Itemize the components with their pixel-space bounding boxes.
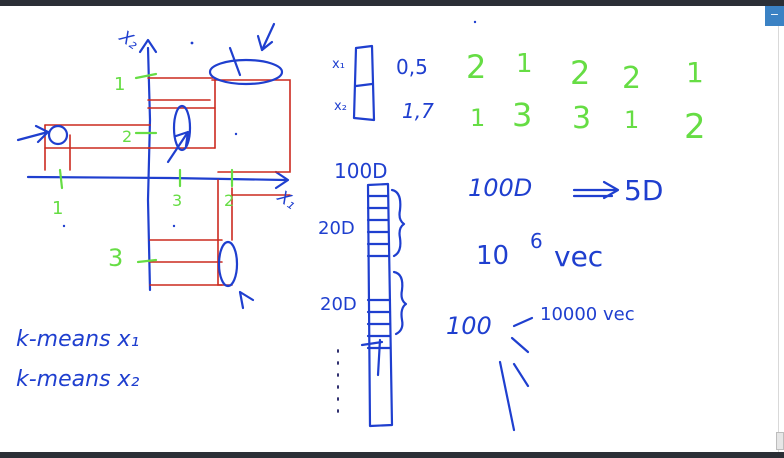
left-label-2: 2 [122, 127, 132, 146]
row2-digit-3: 3 [572, 101, 591, 136]
top-bar [0, 0, 784, 6]
row2-digit-4: 1 [624, 106, 639, 134]
cluster-vectors: 10000 vec [540, 304, 635, 325]
row1-digit-5: 1 [686, 56, 704, 89]
stack-seg1-label: 20D [318, 218, 355, 239]
row2-value: 1,7 [402, 99, 434, 123]
bottom-bar [0, 452, 784, 458]
row1-digit-2: 1 [516, 49, 533, 79]
row1-digit-1: 2 [466, 48, 486, 86]
collapse-button[interactable]: − [765, 6, 784, 26]
fan-lines [498, 336, 530, 432]
whiteboard-canvas[interactable]: X₂ X₁ 1 2 3 1 3 2 x₁ x₂ 0,5 1,7 2 1 2 2 … [0, 6, 778, 452]
bottom-label-3: 3 [172, 191, 182, 210]
row1-value: 0,5 [396, 55, 428, 79]
stack-top-label: 100D [334, 159, 388, 183]
kmeans-note-2: k-means x₂ [16, 367, 140, 392]
cluster-count: 100 [446, 312, 492, 340]
reduction-to: 5D [624, 174, 663, 207]
left-label-3: 3 [108, 244, 123, 272]
row2-digit-1: 1 [470, 104, 485, 132]
scrollbar-handle[interactable] [776, 432, 784, 450]
axis-x2-label: X₂ [115, 26, 143, 54]
bottom-label-1: 1 [52, 198, 63, 219]
row1-digit-3: 2 [570, 54, 590, 92]
kmeans-note-1: k-means x₁ [16, 327, 139, 352]
vector-table [352, 44, 376, 122]
row2-digit-5: 2 [684, 107, 706, 147]
stack-seg2-label: 20D [320, 294, 357, 315]
count-base: 10 [476, 241, 509, 271]
reduction-from: 100D [468, 174, 532, 202]
row2-label: x₂ [334, 99, 347, 114]
row1-label: x₁ [332, 57, 345, 72]
arrow-right-icon [572, 180, 620, 200]
dimension-stack [337, 182, 408, 428]
left-label-1: 1 [114, 74, 125, 95]
count-unit: vec [554, 240, 603, 273]
row2-digit-2: 3 [512, 96, 532, 134]
row1-digit-4: 2 [622, 61, 641, 96]
axis-diagram [16, 22, 291, 310]
count-exp: 6 [530, 229, 543, 253]
axis-x1-label: X₁ [273, 186, 300, 214]
minus-icon: − [769, 8, 780, 21]
drawing-layer: X₂ X₁ 1 2 3 1 3 2 x₁ x₂ 0,5 1,7 2 1 2 2 … [16, 20, 706, 432]
right-edge [778, 6, 784, 452]
bottom-label-2: 2 [224, 191, 234, 210]
